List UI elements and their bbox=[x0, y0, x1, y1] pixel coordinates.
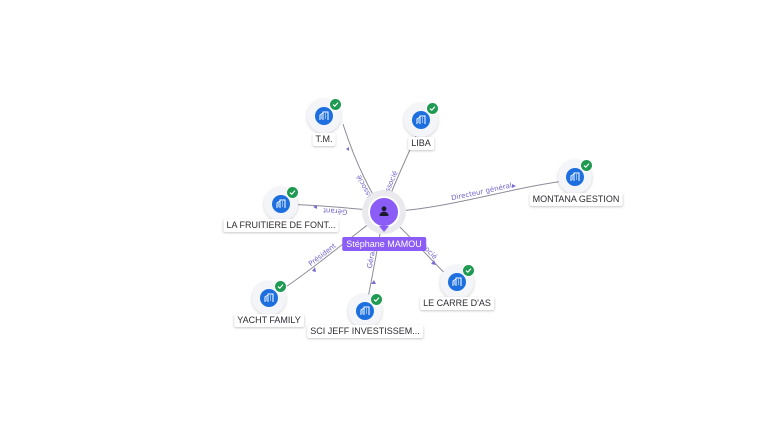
person-node[interactable] bbox=[368, 196, 400, 228]
svg-text:Président: Président bbox=[307, 242, 338, 268]
company-node-montana-gestion[interactable] bbox=[558, 159, 593, 194]
person-node-pointer bbox=[379, 226, 389, 232]
company-node-sci-jeff[interactable] bbox=[348, 293, 383, 328]
svg-text:Gérant: Gérant bbox=[323, 206, 348, 216]
company-label[interactable]: MONTANA GESTION bbox=[529, 193, 623, 206]
company-label[interactable]: YACHT FAMILY bbox=[234, 314, 304, 327]
building-icon bbox=[260, 289, 278, 307]
company-label[interactable]: LA FRUITIERE DE FONT... bbox=[223, 219, 339, 232]
svg-text:Directeur général: Directeur général bbox=[451, 181, 513, 202]
company-label[interactable]: SCI JEFF INVESTISSEM... bbox=[307, 325, 423, 338]
company-node-la-fruitiere[interactable] bbox=[264, 186, 299, 221]
check-icon bbox=[286, 186, 299, 199]
building-icon bbox=[412, 111, 430, 129]
person-name-label[interactable]: Stéphane MAMOU bbox=[342, 237, 426, 251]
building-icon bbox=[315, 107, 333, 125]
check-icon bbox=[370, 293, 383, 306]
edge-label: Gérant bbox=[323, 206, 348, 216]
check-icon bbox=[329, 98, 342, 111]
company-node-t-m[interactable] bbox=[307, 98, 342, 133]
check-icon bbox=[274, 280, 287, 293]
building-icon bbox=[566, 168, 584, 186]
company-label[interactable]: T.M. bbox=[312, 133, 336, 146]
company-node-yacht-family[interactable] bbox=[252, 280, 287, 315]
edge-label: Directeur général bbox=[451, 181, 513, 202]
company-node-liba[interactable] bbox=[404, 102, 439, 137]
company-label[interactable]: LE CARRE D'AS bbox=[420, 297, 494, 310]
company-node-le-carre-das[interactable] bbox=[440, 264, 475, 299]
building-icon bbox=[272, 195, 290, 213]
company-label[interactable]: LIBA bbox=[408, 137, 434, 150]
check-icon bbox=[462, 264, 475, 277]
building-icon bbox=[356, 302, 374, 320]
building-icon bbox=[448, 273, 466, 291]
edge-la-fruitiere: Gérant bbox=[282, 203, 385, 216]
person-icon bbox=[379, 206, 389, 216]
check-icon bbox=[426, 102, 439, 115]
edge-label: Président bbox=[307, 242, 338, 268]
check-icon bbox=[580, 159, 593, 172]
